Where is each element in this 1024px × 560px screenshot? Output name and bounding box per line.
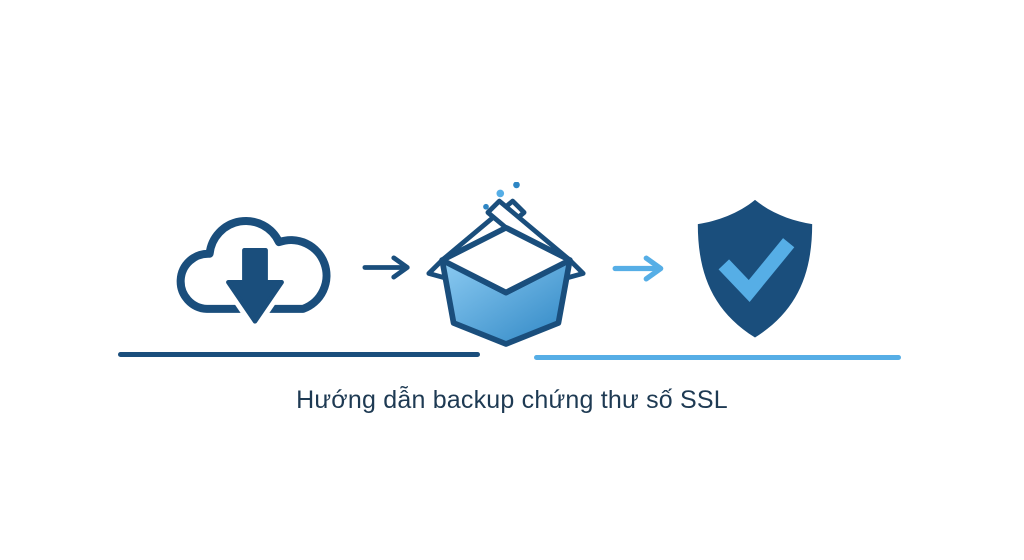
arrow-head xyxy=(643,255,664,282)
shield-body xyxy=(697,199,813,338)
arrow-right-icon xyxy=(362,255,410,280)
caption-text: Hướng dẫn backup chứng thư số SSL xyxy=(296,386,728,414)
sparkle-dot xyxy=(483,203,489,210)
shield-check-icon xyxy=(697,199,813,338)
download-arrow xyxy=(226,247,284,324)
arrow-right-icon xyxy=(612,255,664,282)
sparkle-dot xyxy=(496,189,505,198)
underline-dark xyxy=(118,352,480,357)
open-box-icon xyxy=(426,182,586,347)
arrow-head xyxy=(391,255,410,280)
cloud-download-icon xyxy=(176,217,331,329)
underline-light xyxy=(534,355,901,360)
checkmark xyxy=(718,238,795,302)
sparkle-dot xyxy=(513,182,520,189)
box-opening xyxy=(439,224,573,296)
